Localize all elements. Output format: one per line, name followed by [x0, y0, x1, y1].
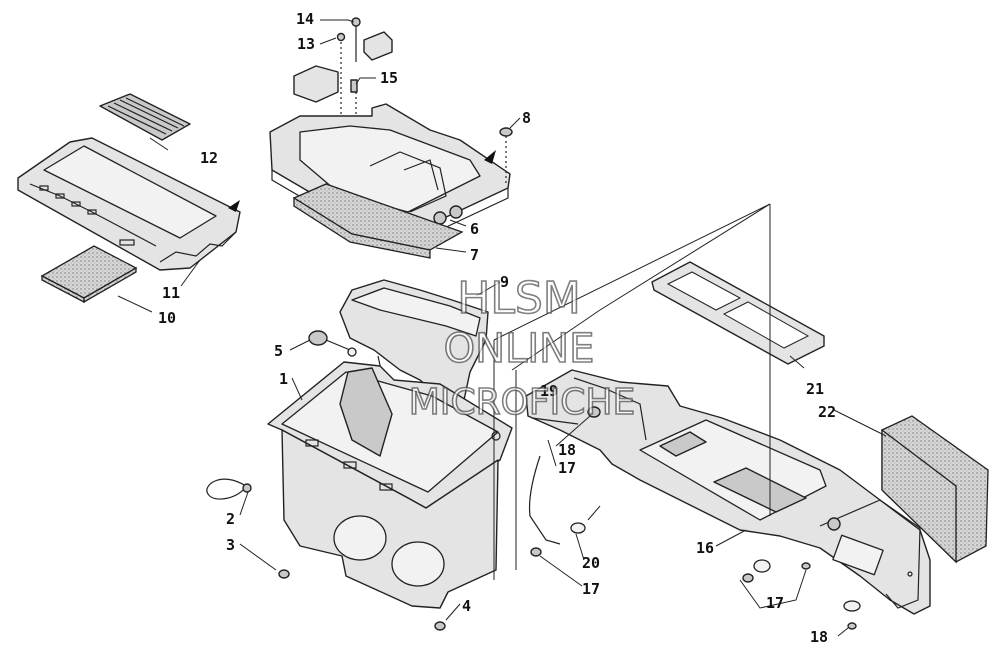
part-8-push-pin — [499, 127, 513, 184]
part-13-14-15-hardware — [293, 17, 393, 150]
callout-2: 2 — [226, 510, 235, 528]
part-16-main-housing — [525, 369, 931, 615]
callout-20: 20 — [582, 554, 600, 572]
part-7-foam-pad — [292, 183, 464, 259]
watermark: HLSM ONLINE MICROFICHE — [408, 272, 636, 424]
callout-22: 22 — [818, 403, 836, 421]
callout-3: 3 — [226, 536, 235, 554]
callout-11: 11 — [162, 284, 180, 302]
callout-1: 1 — [279, 370, 288, 388]
part-22-foam-block — [881, 415, 989, 564]
leader-lines — [117, 19, 887, 637]
callout-12: 12 — [200, 149, 218, 167]
part-10-foam-filter — [40, 245, 138, 304]
callout-7: 7 — [470, 246, 479, 264]
callout-15: 15 — [380, 69, 398, 87]
part-11-cover — [17, 137, 241, 271]
callout-4: 4 — [462, 597, 471, 615]
callout-8: 8 — [522, 109, 531, 127]
callout-9: 9 — [500, 273, 509, 291]
part-5-knob — [308, 330, 357, 357]
watermark-line-3: MICROFICHE — [409, 382, 635, 423]
callout-14: 14 — [296, 10, 314, 28]
callout-16: 16 — [696, 539, 714, 557]
callout-21: 21 — [806, 380, 824, 398]
callout-labels: 14 13 15 12 8 6 7 9 11 10 5 1 2 3 4 19 1… — [158, 10, 836, 646]
part-9-duct — [339, 279, 489, 401]
callout-19: 19 — [540, 382, 558, 400]
callout-17b: 17 — [582, 580, 600, 598]
callout-17c: 17 — [766, 594, 784, 612]
watermark-line-1: HLSM — [457, 273, 581, 324]
part-1-airbox — [267, 361, 513, 609]
part-21-gasket — [651, 261, 825, 365]
callout-18b: 18 — [810, 628, 828, 646]
callout-10: 10 — [158, 309, 176, 327]
part-3-grommet — [278, 569, 290, 579]
callout-13: 13 — [297, 35, 315, 53]
watermark-line-2: ONLINE — [444, 326, 595, 372]
part-4-nut — [434, 621, 446, 631]
part-17-18-19-20-hardware — [528, 406, 861, 630]
part-2-clamp — [206, 478, 252, 500]
callout-6: 6 — [470, 220, 479, 238]
part-12-grille — [99, 93, 191, 141]
callout-5: 5 — [274, 342, 283, 360]
callout-17a: 17 — [558, 459, 576, 477]
callout-18a: 18 — [558, 441, 576, 459]
